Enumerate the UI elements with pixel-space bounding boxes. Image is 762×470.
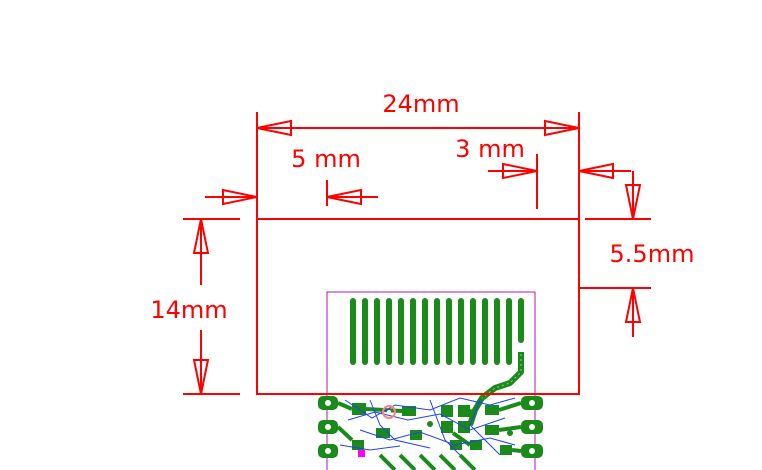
- arrowhead-3mm-outer: [578, 162, 614, 180]
- label-right-gap-5.5mm: 5.5mm: [610, 240, 695, 268]
- pcb-layout: [318, 291, 543, 470]
- arrowhead-14mm-bottom: [192, 359, 210, 395]
- arrowhead-24mm-right: [544, 119, 580, 137]
- arrowhead-24mm-left: [256, 119, 292, 137]
- label-height-14mm: 14mm: [150, 296, 227, 324]
- arrowhead-5mm-inner: [326, 188, 362, 206]
- magenta-pad: [358, 450, 365, 457]
- arrowhead-14mm-top: [192, 218, 210, 254]
- antenna-outline-box: [256, 218, 580, 395]
- ground-traces: [336, 401, 522, 470]
- arrowhead-5mm-outer: [222, 188, 258, 206]
- label-width-24mm: 24mm: [382, 90, 459, 118]
- signal-traces: [339, 397, 516, 456]
- feed-trace-dots: [481, 354, 522, 399]
- comb-fingers: [350, 298, 524, 365]
- dimension-labels: 24mm 14mm 5 mm 3 mm 5.5mm: [150, 90, 694, 324]
- arrowhead-3mm-inner: [502, 162, 538, 180]
- feed-trace: [467, 352, 524, 426]
- arrowhead-5.5mm-top: [624, 184, 642, 220]
- label-right-offset-3mm: 3 mm: [455, 135, 525, 163]
- label-left-offset-5mm: 5 mm: [291, 145, 361, 173]
- arrowhead-5.5mm-bottom: [624, 287, 642, 323]
- vias: [382, 405, 513, 436]
- dimension-annotations: [183, 112, 651, 395]
- board-outline: [326, 291, 536, 470]
